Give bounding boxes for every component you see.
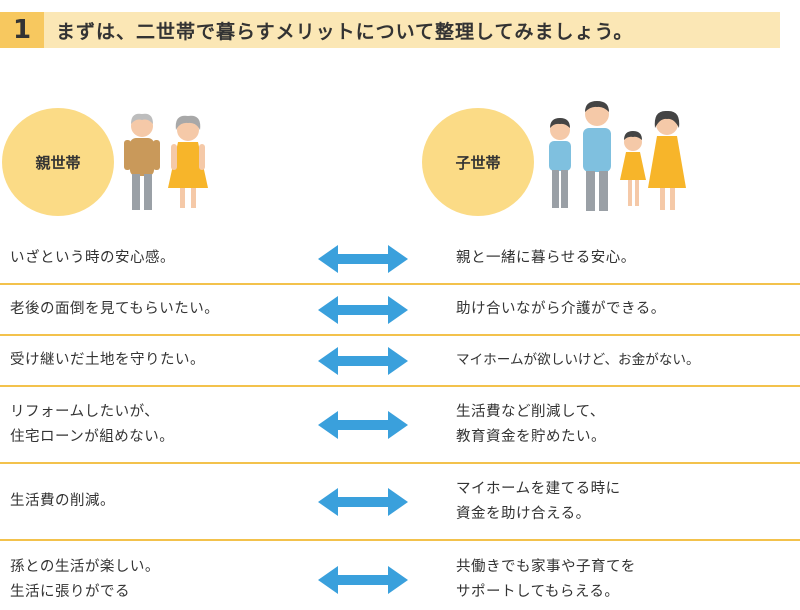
bidirectional-arrow-icon (318, 487, 408, 516)
child-merit: 親と一緒に暮らせる安心。 (456, 250, 636, 266)
bidirectional-arrow-icon (318, 244, 408, 273)
comparison-row: 孫との生活が楽しい。 生活に張りがでる 共働きでも家事や子育てを サポートしても… (0, 541, 800, 610)
parent-household-badge: 親世帯 (2, 108, 114, 216)
parent-household-label: 親世帯 (35, 153, 81, 172)
comparison-row: 老後の面倒を見てもらいたい。 助け合いながら介護ができる。 (0, 285, 800, 336)
child-merit: マイホームを建てる時に 資金を助け合える。 (456, 480, 621, 522)
section-header: 1 まずは、二世帯で暮らすメリットについて整理してみましょう。 (0, 12, 780, 48)
grandparents-illustration-icon (124, 113, 208, 210)
parent-merit: 受け継いだ土地を守りたい。 (10, 352, 205, 368)
parent-merit: 老後の面倒を見てもらいたい。 (10, 301, 220, 317)
child-merit: 助け合いながら介護ができる。 (456, 301, 666, 317)
child-merit: 生活費など削減して、 教育資金を貯めたい。 (456, 403, 606, 445)
bidirectional-arrow-icon (318, 346, 408, 375)
comparison-row: 受け継いだ土地を守りたい。 マイホームが欲しいけど、お金がない。 (0, 336, 800, 387)
comparison-row: 生活費の削減。 マイホームを建てる時に 資金を助け合える。 (0, 464, 800, 541)
bidirectional-arrow-icon (318, 565, 408, 594)
comparison-list: いざという時の安心感。 親と一緒に暮らせる安心。 老後の面倒を見てもらいたい。 … (0, 234, 800, 610)
child-merit: 共働きでも家事や子育てを サポートしてもらえる。 (456, 558, 636, 600)
parent-merit: 孫との生活が楽しい。 生活に張りがでる (10, 558, 160, 600)
section-title: まずは、二世帯で暮らすメリットについて整理してみましょう。 (56, 20, 634, 43)
parent-merit: リフォームしたいが、 住宅ローンが組めない。 (10, 403, 175, 445)
child-merit: マイホームが欲しいけど、お金がない。 (456, 352, 700, 368)
parent-merit: いざという時の安心感。 (10, 250, 175, 266)
comparison-row: リフォームしたいが、 住宅ローンが組めない。 生活費など削減して、 教育資金を貯… (0, 387, 800, 464)
comparison-row: いざという時の安心感。 親と一緒に暮らせる安心。 (0, 234, 800, 285)
child-household-label: 子世帯 (455, 153, 501, 172)
bidirectional-arrow-icon (318, 410, 408, 439)
parent-merit: 生活費の削減。 (10, 493, 115, 509)
bidirectional-arrow-icon (318, 295, 408, 324)
section-number: 1 (0, 12, 44, 48)
child-household-badge: 子世帯 (422, 108, 534, 216)
family-illustration-icon (549, 101, 686, 211)
